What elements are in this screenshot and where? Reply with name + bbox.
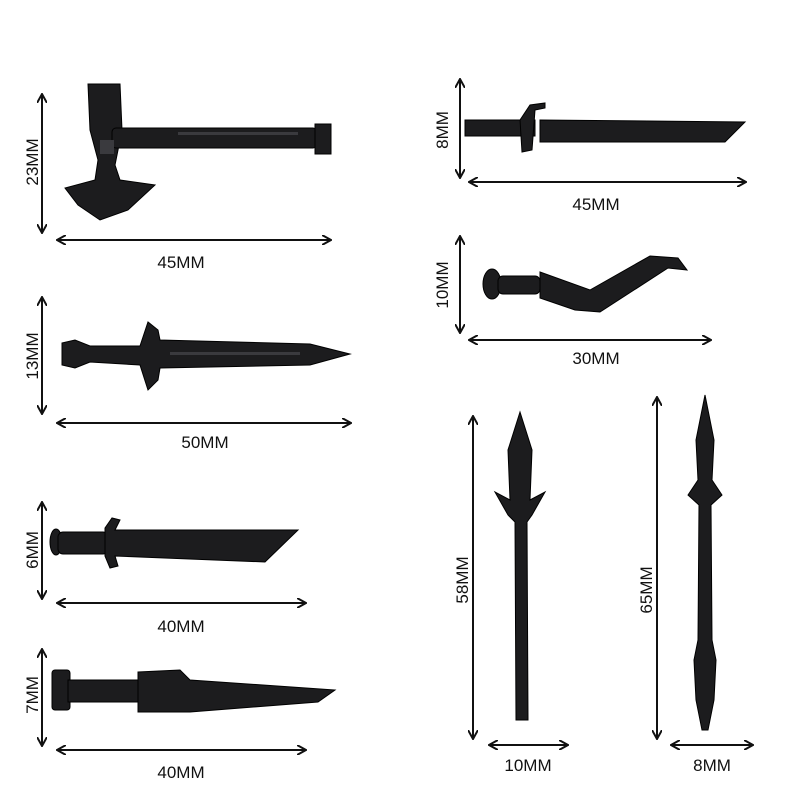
- pike-height-label: 65MM: [637, 566, 656, 613]
- sickle-length-label: 30MM: [572, 349, 619, 368]
- knife: 8MM 45MM: [433, 80, 745, 214]
- ornate-sword: 13MM 50MM: [23, 298, 350, 452]
- dagger-height-label: 6MM: [23, 531, 42, 569]
- pike-width-label: 8MM: [693, 756, 731, 775]
- pike: 65MM 8MM: [637, 394, 752, 775]
- axe: 23MM 45MM: [23, 83, 331, 272]
- dagger: 6MM 40MM: [23, 503, 305, 636]
- dagger-length-label: 40MM: [157, 617, 204, 636]
- cleaver-length-label: 40MM: [157, 763, 204, 782]
- barbed-spear: 58MM 10MM: [453, 410, 567, 775]
- spear-height-label: 58MM: [453, 556, 472, 603]
- sickle-height-label: 10MM: [433, 261, 452, 308]
- sword-height-label: 13MM: [23, 332, 42, 379]
- knife-height-label: 8MM: [433, 111, 452, 149]
- sword-length-label: 50MM: [181, 433, 228, 452]
- knife-length-label: 45MM: [572, 195, 619, 214]
- cleaver-sword: 7MM 40MM: [23, 650, 337, 782]
- sickle-blade: 10MM 30MM: [433, 237, 710, 368]
- axe-length-label: 45MM: [157, 253, 204, 272]
- spear-width-label: 10MM: [504, 756, 551, 775]
- axe-height-label: 23MM: [23, 138, 42, 185]
- cleaver-height-label: 7MM: [23, 676, 42, 714]
